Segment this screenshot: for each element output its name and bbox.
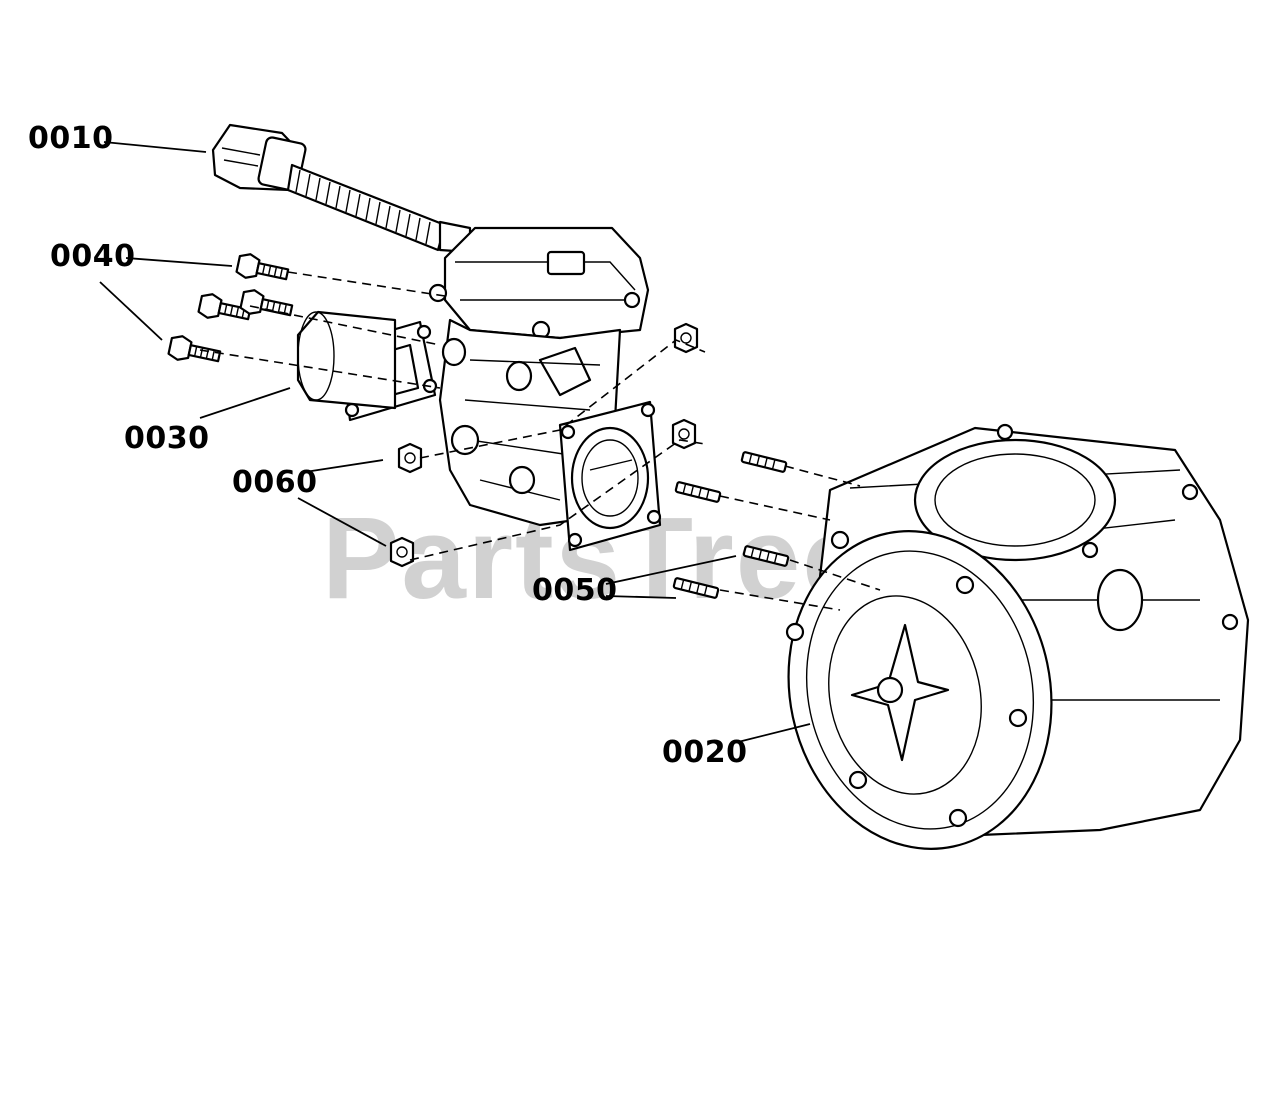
callout-0040[interactable]: 0040: [50, 239, 136, 274]
callout-labels: 0010 0040 0030 0060 0050 0020: [28, 121, 748, 770]
callout-0060[interactable]: 0060: [232, 465, 318, 500]
callout-0010[interactable]: 0010: [28, 121, 114, 156]
leader-lines: [99, 141, 811, 743]
part-0030-throttle-body[interactable]: [296, 226, 662, 552]
assembly-lines: [199, 271, 881, 611]
callout-0050[interactable]: 0050: [532, 573, 618, 608]
part-0010-wire-harness[interactable]: [211, 123, 472, 254]
part-0050-studs[interactable]: [672, 451, 790, 599]
callout-0020[interactable]: 0020: [662, 735, 748, 770]
part-0060-nuts[interactable]: [389, 322, 699, 568]
callout-0030[interactable]: 0030: [124, 421, 210, 456]
part-0040-screws[interactable]: [167, 252, 294, 368]
part-0020-housing[interactable]: [760, 423, 1250, 874]
